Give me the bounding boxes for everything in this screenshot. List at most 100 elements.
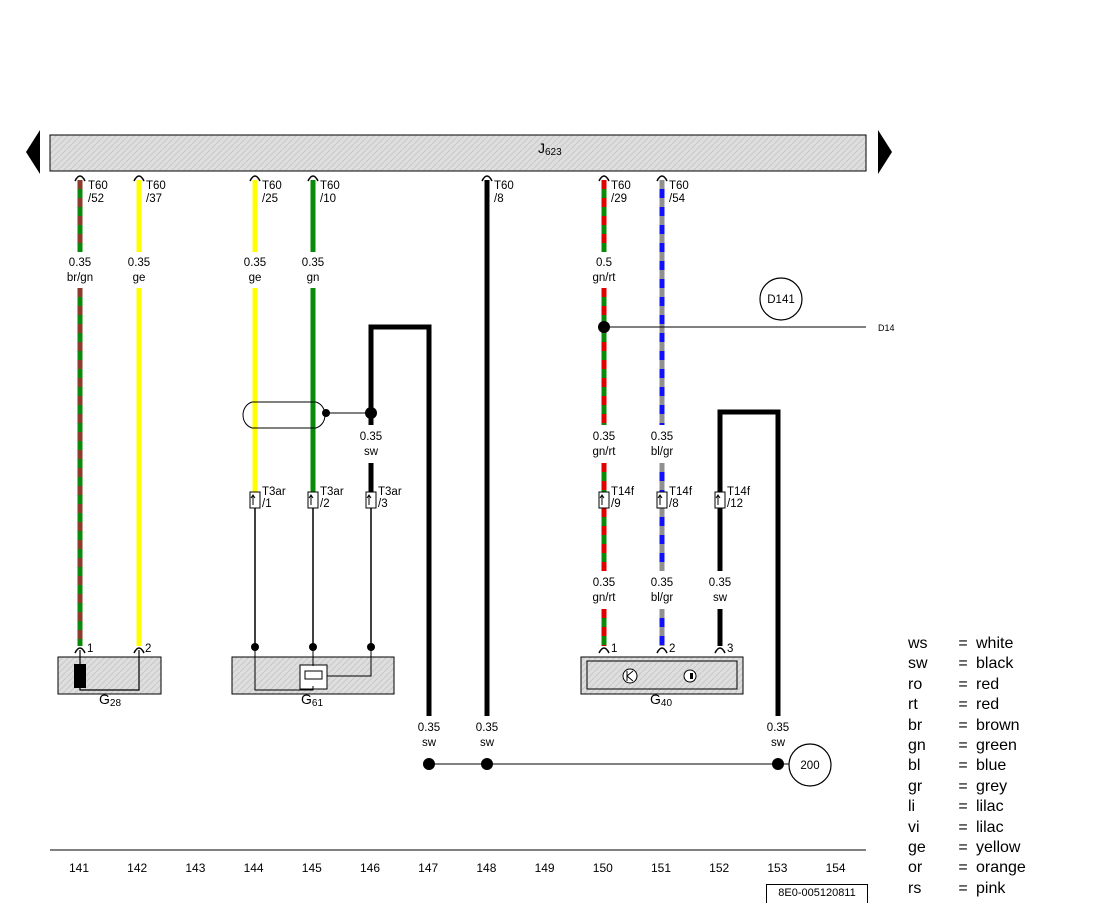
connector-box [307, 491, 319, 509]
connector-label: T3ar [262, 486, 286, 498]
ground-connection: 200 [423, 743, 832, 787]
connector-arrow [250, 494, 256, 505]
column-number: 149 [535, 861, 555, 875]
ground-ref-label: 200 [800, 760, 819, 772]
wire-size: 0.35 [244, 257, 266, 269]
pin-label: /29 [611, 193, 627, 205]
legend-row: ws=white [908, 635, 1014, 652]
wires [74, 175, 781, 716]
connector-arrow [599, 494, 605, 505]
connector-arrow [715, 494, 721, 505]
pin-label: /52 [88, 193, 104, 205]
wire-color: bl/gr [651, 446, 674, 458]
pin-label: T60 [88, 180, 108, 192]
wire-size: 0.5 [596, 257, 612, 269]
column-number: 153 [767, 861, 787, 875]
wire-size: 0.35 [476, 722, 498, 734]
pin-terminal [133, 647, 145, 654]
wire-size: 0.35 [302, 257, 324, 269]
pin-terminal [714, 647, 726, 654]
connector-label: /8 [669, 498, 679, 510]
component-label: G61 [301, 691, 323, 709]
pin-label: T60 [669, 180, 689, 192]
column-number: 141 [69, 861, 89, 875]
column-number: 154 [826, 861, 846, 875]
column-number: 142 [127, 861, 147, 875]
wire-size: 0.35 [69, 257, 91, 269]
pin-label: T60 [262, 180, 282, 192]
ref-d141: D141 D14 [598, 277, 895, 333]
connector-box [249, 491, 261, 509]
legend-row: li=lilac [908, 798, 1004, 816]
connector-arrow [308, 494, 314, 505]
wire-color: gn/rt [592, 592, 616, 604]
connector-label: /1 [262, 498, 272, 510]
component-g28: G28 1 2 [57, 643, 162, 709]
connector-label: T14f [611, 486, 635, 498]
wire-color: bl/gr [651, 592, 674, 604]
legend-row: gr=grey [908, 777, 1008, 795]
legend-row: or=orange [908, 859, 1026, 877]
control-unit-label: J623 [538, 140, 562, 158]
legend-row: rt=red [908, 696, 1000, 714]
wire-size: 0.35 [651, 431, 673, 443]
pin-terminal [249, 175, 261, 182]
wire-size: 0.35 [360, 431, 382, 443]
left-arrow [26, 130, 40, 174]
column-number: 152 [709, 861, 729, 875]
column-number: 147 [418, 861, 438, 875]
connector-arrow [657, 494, 663, 505]
pin-terminal [307, 175, 319, 182]
wire-size: 0.35 [593, 577, 615, 589]
wire-labels: 0.35 br/gn 0.35 ge 0.35 ge 0.35 gn 0.5 g… [60, 254, 795, 752]
connector-label: /2 [320, 498, 330, 510]
wire-size: 0.35 [593, 431, 615, 443]
pin-label: /25 [262, 193, 278, 205]
wire-size: 0.35 [651, 577, 673, 589]
wire-path [717, 409, 781, 716]
ref-cut-label: D14 [878, 323, 895, 333]
wire-size: 0.35 [418, 722, 440, 734]
pin-terminal [74, 647, 86, 654]
wire-color: ge [133, 272, 146, 284]
pin-terminal [598, 175, 610, 182]
pin-terminal [656, 175, 668, 182]
wire-color: br/gn [67, 272, 93, 284]
wire-color: sw [480, 737, 495, 749]
column-number: 151 [651, 861, 671, 875]
component-pin: 3 [727, 643, 733, 655]
legend-row: gn=green [908, 736, 1017, 754]
legend-row: br=brown [908, 716, 1020, 734]
wire-color: gn/rt [592, 446, 616, 458]
diagram-id: 8E0-005120811 [766, 884, 868, 903]
pin-label: /8 [494, 193, 504, 205]
legend-row: ro=red [908, 675, 1000, 693]
column-number: 144 [244, 861, 264, 875]
pin-label: T60 [611, 180, 631, 192]
right-arrow [878, 130, 892, 174]
pin-terminal [481, 175, 493, 182]
connector-label: T3ar [378, 486, 402, 498]
component-g61: G61 [231, 647, 395, 709]
column-number: 145 [302, 861, 322, 875]
pin-terminal [656, 647, 668, 654]
connector-box [598, 491, 610, 509]
component-label: G40 [650, 691, 672, 709]
wire-color: sw [771, 737, 786, 749]
wire-color: sw [422, 737, 437, 749]
column-number: 146 [360, 861, 380, 875]
pin-label: T60 [320, 180, 340, 192]
column-number: 150 [593, 861, 613, 875]
legend-row: rs=pink [908, 879, 1006, 897]
top-pin-labels: T60 /52 T60 /37 T60 /25 T60 /10 T60 /8 T… [88, 180, 689, 205]
wire-size: 0.35 [709, 577, 731, 589]
connector-label: /9 [611, 498, 621, 510]
component-pin: 1 [87, 643, 93, 655]
wire-size: 0.35 [767, 722, 789, 734]
connector-label: T14f [727, 486, 751, 498]
component-pin: 1 [611, 643, 617, 655]
legend-row: bl=blue [908, 757, 1007, 775]
connector-label: T14f [669, 486, 693, 498]
pin-label: T60 [494, 180, 514, 192]
